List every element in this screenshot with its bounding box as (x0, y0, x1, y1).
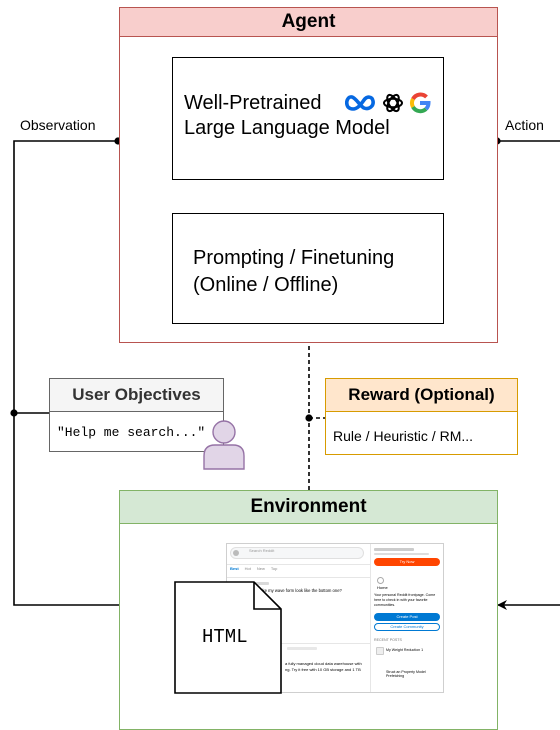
tab-new: New (256, 566, 265, 571)
observation-junction-dots (10, 137, 122, 417)
openai-logo-icon (383, 93, 403, 113)
reddit-post2-text-b: ng. Try it free with 10 GB storage and 1… (285, 667, 361, 672)
reddit-search-placeholder: Search Reddit (249, 548, 275, 553)
environment-title: Environment (119, 490, 498, 524)
reward-title: Reward (Optional) (325, 378, 518, 412)
reddit-try-now-button: Try Now (374, 558, 440, 566)
reddit-home-desc-b: here to check in with your favorite (374, 598, 428, 602)
reddit-home-desc-a: Your personal Reddit frontpage. Come (374, 593, 436, 597)
observation-label: Observation (20, 117, 96, 133)
reddit-home-desc-c: communities. (374, 603, 396, 607)
action-label: Action (505, 117, 544, 133)
reddit-recent2: Struct an Property Model Prefetching (386, 670, 426, 678)
user-objectives-text: "Help me search..." (57, 425, 206, 440)
agent-title: Agent (119, 7, 498, 37)
reddit-recent1: My Weight Reduction 1 (386, 648, 424, 652)
environment-to-agent-dashed-arrow (304, 329, 326, 490)
reddit-post1-title: How do I make my wave form look like the… (239, 588, 342, 593)
reddit-recent-posts-heading: RECENT POSTS (374, 638, 402, 642)
prompting-line1: Prompting / Finetuning (193, 247, 395, 269)
reddit-search-bar (230, 547, 364, 559)
llm-line1: Well-Pretrained (184, 92, 322, 114)
llm-box (172, 57, 444, 180)
reddit-avatar (233, 550, 239, 556)
prompting-line2: (Online / Offline) (193, 274, 339, 296)
tab-hot: Hot (244, 566, 251, 571)
reddit-create-community-button: Create Community (374, 623, 440, 631)
reddit-home-label: Home (377, 585, 388, 590)
tab-top: Top (270, 566, 278, 571)
html-document-icon (174, 581, 282, 694)
prompting-box (172, 213, 444, 324)
meta-logo-icon (345, 95, 375, 111)
tab-best: Best (230, 566, 239, 571)
reddit-sort-tabs: Best Hot New Top (230, 566, 366, 575)
llm-line2: Large Language Model (184, 117, 390, 139)
reddit-post2-text-a: a fully managed cloud data warehouse wit… (285, 661, 362, 666)
reward-text: Rule / Heuristic / RM... (333, 428, 474, 444)
user-objectives-title: User Objectives (49, 378, 224, 412)
google-logo-icon (410, 92, 431, 114)
html-label: HTML (202, 626, 248, 648)
reddit-create-post-button: Create Post (374, 613, 440, 621)
user-person-icon (203, 420, 245, 470)
